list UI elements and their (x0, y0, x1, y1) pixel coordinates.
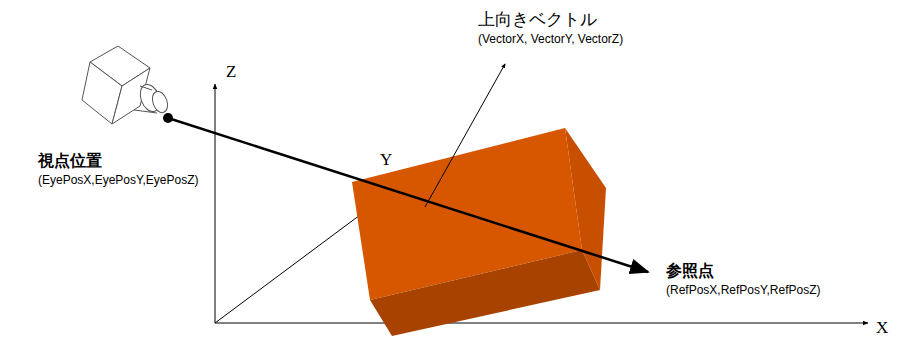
axis-label: X (876, 318, 888, 338)
axis-label: Y (380, 150, 392, 170)
camera-icon (82, 46, 170, 124)
ref-title: 参照点 (666, 262, 714, 280)
vector-coords: (VectorX, VectorY, VectorZ) (478, 33, 623, 47)
up-vector (425, 64, 505, 207)
eye-title: 視点位置 (38, 152, 102, 170)
eye-coords: (EyePosX,EyePosY,EyePosZ) (38, 174, 199, 188)
orange-box (352, 128, 606, 336)
vector-title: 上向きベクトル (478, 10, 597, 30)
view-direction (168, 118, 648, 272)
ref-coords: (RefPosX,RefPosY,RefPosZ) (666, 284, 821, 298)
eye-point (163, 113, 173, 123)
axis-label: Z (226, 62, 236, 82)
